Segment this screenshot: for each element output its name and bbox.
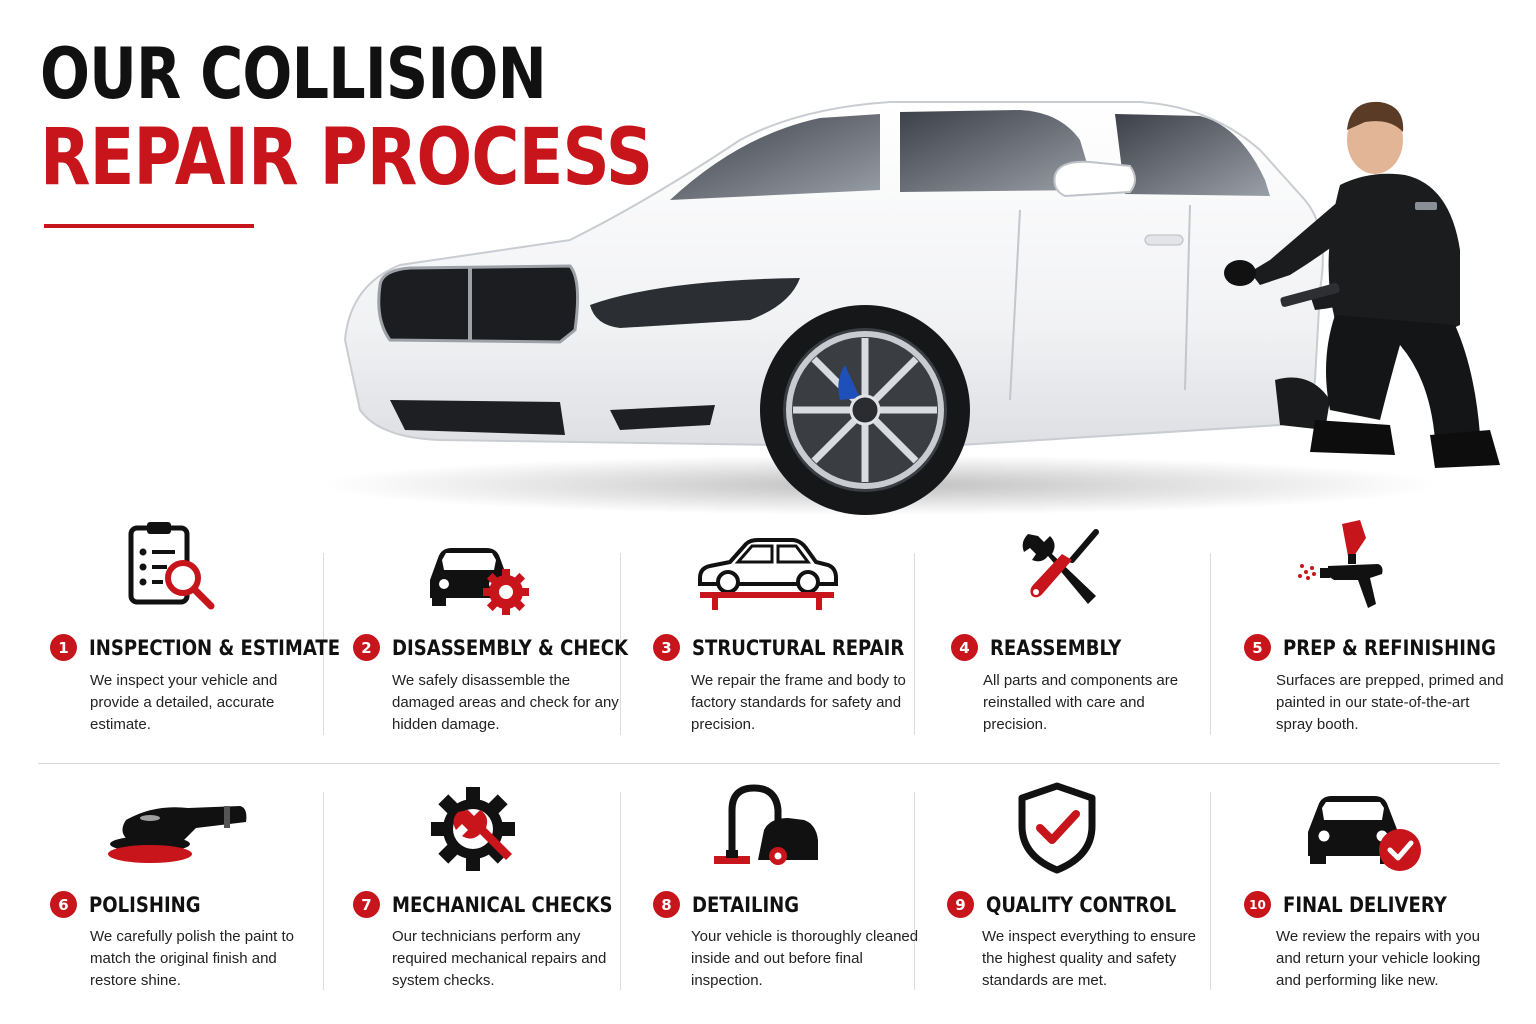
title-underline — [44, 224, 254, 228]
step-description: We inspect everything to ensure the high… — [982, 928, 1197, 989]
step-description: Our technicians perform any required mec… — [392, 928, 607, 989]
step-number-badge: 7 — [353, 891, 380, 918]
step-title: PREP & REFINISHING — [1283, 635, 1496, 660]
step-4-header: 4 REASSEMBLY — [951, 634, 1143, 661]
step-title: INSPECTION & ESTIMATE — [89, 635, 341, 660]
step-number-badge: 6 — [50, 891, 77, 918]
step-description: Your vehicle is thoroughly cleaned insid… — [691, 928, 919, 989]
step-title: MECHANICAL CHECKS — [392, 892, 613, 917]
step-6-header: 6 POLISHING — [50, 891, 219, 918]
car-front-wheel — [760, 305, 970, 515]
car-check-icon — [1308, 796, 1421, 871]
step-10-header: 10 FINAL DELIVERY — [1244, 891, 1473, 918]
step-number-badge: 10 — [1244, 891, 1271, 918]
polisher-icon — [108, 806, 247, 863]
column-divider — [620, 553, 621, 735]
car-rear-wheel — [1275, 377, 1330, 430]
step-3-header: 3 STRUCTURAL REPAIR — [653, 634, 939, 661]
column-divider — [1210, 792, 1211, 990]
step-title: STRUCTURAL REPAIR — [692, 635, 905, 660]
vacuum-icon — [714, 784, 818, 865]
step-description: We safely disassemble the damaged areas … — [392, 672, 619, 733]
step-description: We review the repairs with you and retur… — [1276, 928, 1481, 989]
car-side-mirror — [1053, 160, 1136, 198]
car-headlight — [590, 278, 800, 328]
column-divider — [620, 792, 621, 990]
step-7-header: 7 MECHANICAL CHECKS — [353, 891, 648, 918]
step-2-header: 2 DISASSEMBLY & CHECK — [353, 634, 666, 661]
wrench-screwdriver-icon — [1022, 529, 1099, 604]
step-title: FINAL DELIVERY — [1283, 892, 1447, 917]
step-1-header: 1 INSPECTION & ESTIMATE — [50, 634, 381, 661]
technician-figure — [1224, 101, 1500, 468]
step-8-header: 8 DETAILING — [653, 891, 817, 918]
step-number-badge: 5 — [1244, 634, 1271, 661]
step-9-header: 9 QUALITY CONTROL — [947, 891, 1207, 918]
page-title: OUR COLLISION REPAIR PROCESS — [40, 34, 769, 202]
column-divider — [914, 553, 915, 735]
step-number-badge: 8 — [653, 891, 680, 918]
row-divider — [38, 763, 1500, 764]
column-divider — [914, 792, 915, 990]
step-title: DETAILING — [692, 892, 800, 917]
step-number-badge: 3 — [653, 634, 680, 661]
column-divider — [323, 792, 324, 990]
spray-gun-icon — [1298, 520, 1383, 608]
column-divider — [323, 553, 324, 735]
step-description: We repair the frame and body to factory … — [691, 672, 906, 733]
step-description: We inspect your vehicle and provide a de… — [90, 672, 278, 733]
step-number-badge: 4 — [951, 634, 978, 661]
step-number-badge: 9 — [947, 891, 974, 918]
step-description: We carefully polish the paint to match t… — [90, 928, 295, 989]
step-5-header: 5 PREP & REFINISHING — [1244, 634, 1531, 661]
column-divider — [1210, 553, 1211, 735]
step-description: Surfaces are prepped, primed and painted… — [1276, 672, 1504, 733]
step-number-badge: 2 — [353, 634, 380, 661]
car-gear-icon — [430, 548, 529, 615]
title-line-2: REPAIR PROCESS — [40, 113, 653, 203]
car-lift-icon — [698, 538, 838, 610]
gear-wrench-icon — [431, 787, 515, 871]
step-title: POLISHING — [89, 892, 201, 917]
hero-car-technician-illustration — [320, 101, 1500, 515]
car-windshield — [670, 114, 880, 200]
step-title: REASSEMBLY — [990, 635, 1122, 660]
step-description: All parts and components are reinstalled… — [983, 672, 1179, 733]
step-number-badge: 1 — [50, 634, 77, 661]
step-title: DISASSEMBLY & CHECK — [392, 635, 629, 660]
car-side-window-rear — [1115, 114, 1270, 196]
shield-check-icon — [1018, 782, 1096, 874]
car-lower-intake — [390, 400, 565, 435]
clipboard-magnifier-icon — [128, 522, 215, 610]
car-side-window-front — [900, 110, 1095, 192]
car-grille — [377, 264, 580, 344]
title-line-1: OUR COLLISION — [40, 33, 547, 115]
step-title: QUALITY CONTROL — [986, 892, 1177, 917]
